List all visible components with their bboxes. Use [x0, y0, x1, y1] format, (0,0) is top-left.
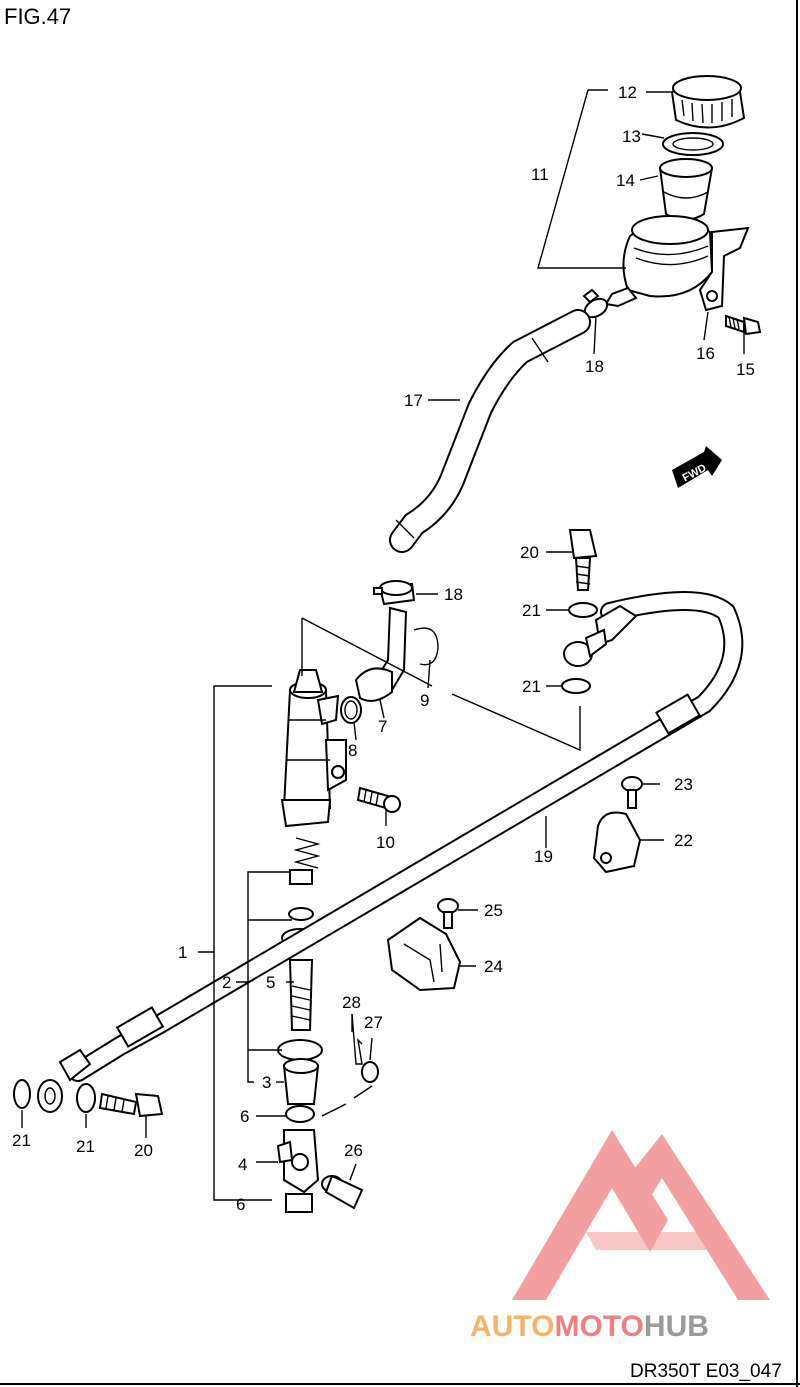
callout-1: 1 — [178, 943, 187, 962]
callout-18-lower: 18 — [444, 585, 463, 604]
lock-nut-upper — [285, 1105, 315, 1123]
callout-labels: 12 13 14 11 16 15 18 17 20 21 21 18 9 8 … — [12, 83, 755, 1214]
callout-18-upper: 18 — [585, 357, 604, 376]
fwd-arrow-badge: FWD — [672, 446, 722, 488]
push-rod — [288, 959, 314, 1031]
callout-25: 25 — [484, 901, 503, 920]
callout-17: 17 — [404, 391, 423, 410]
callout-21-lower-a: 21 — [12, 1131, 31, 1150]
watermark-part-moto: MOTO — [554, 1310, 643, 1343]
watermark-part-hub: HUB — [644, 1310, 709, 1343]
crush-washer-lower-b — [76, 1083, 96, 1113]
callout-21-upper-a: 21 — [522, 601, 541, 620]
callout-16: 16 — [696, 344, 715, 363]
banjo-fitting-upper — [563, 604, 638, 667]
master-cylinder — [280, 669, 347, 828]
figure-code: DR350T E03_047 — [630, 1361, 782, 1382]
lock-nut-lower — [285, 1193, 313, 1213]
cotter-pin — [351, 1013, 363, 1065]
watermark-logo — [512, 1130, 770, 1300]
hose-connector-group — [340, 606, 439, 724]
callout-15: 15 — [736, 360, 755, 379]
mount-bolt-10 — [356, 786, 401, 813]
hose-holder-24 — [386, 898, 462, 992]
callout-28: 28 — [342, 993, 361, 1012]
dust-boot — [277, 1039, 323, 1105]
callout-19: 19 — [534, 847, 553, 866]
callout-23: 23 — [674, 775, 693, 794]
callout-11: 11 — [531, 165, 549, 184]
clevis — [276, 1129, 320, 1194]
watermark-part-auto: AUTO — [470, 1310, 554, 1343]
callout-2: 2 — [222, 973, 231, 992]
callout-10: 10 — [376, 833, 395, 852]
clevis-pin — [321, 1174, 364, 1210]
callout-3: 3 — [262, 1073, 271, 1092]
callout-8: 8 — [348, 741, 357, 760]
watermark-text: AUTOMOTOHUB — [470, 1310, 709, 1343]
hose-clamp-lower — [373, 580, 416, 606]
brake-hose — [68, 591, 744, 1082]
callout-14: 14 — [616, 171, 635, 190]
callout-6-upper: 6 — [240, 1107, 249, 1126]
union-bolt-lower — [98, 1092, 164, 1118]
banjo-fitting-lower — [37, 1048, 92, 1113]
callout-4: 4 — [238, 1155, 247, 1174]
callout-20-upper: 20 — [520, 543, 539, 562]
crush-washer-upper-b — [561, 678, 591, 694]
callout-21-lower-b: 21 — [76, 1137, 95, 1156]
reservoir-hose — [389, 309, 591, 553]
callout-24: 24 — [484, 957, 503, 976]
callout-20-lower: 20 — [134, 1141, 153, 1160]
callout-21-upper-b: 21 — [522, 677, 541, 696]
figure-title: FIG.47 — [4, 4, 71, 29]
crush-washer-upper-a — [568, 602, 598, 618]
washer-27 — [361, 1061, 379, 1083]
callout-27: 27 — [364, 1013, 383, 1032]
crush-washer-lower-a — [13, 1079, 31, 1109]
reservoir-assembly — [604, 75, 762, 336]
callout-5: 5 — [266, 973, 275, 992]
callout-9: 9 — [420, 691, 429, 710]
callout-12: 12 — [618, 83, 637, 102]
return-spring — [293, 837, 321, 869]
leader-lines — [21, 89, 745, 1201]
callout-7: 7 — [378, 717, 387, 736]
callout-26: 26 — [344, 1141, 363, 1160]
callout-22: 22 — [674, 831, 693, 850]
callout-13: 13 — [622, 127, 641, 146]
callout-6-lower: 6 — [236, 1195, 245, 1214]
union-bolt-upper — [568, 529, 598, 591]
hose-clamp-22 — [592, 776, 643, 874]
